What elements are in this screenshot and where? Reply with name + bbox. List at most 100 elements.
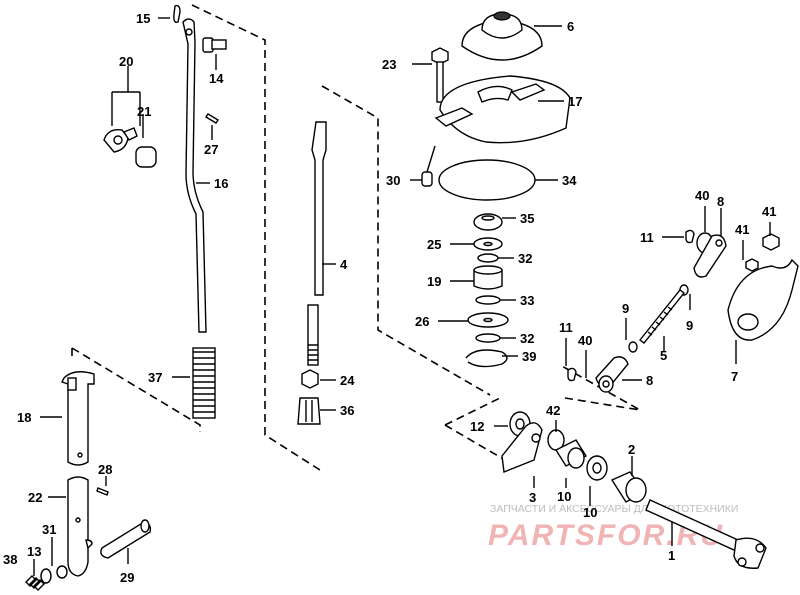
callout-32-lower: 32 [520, 331, 534, 346]
part-31-ring [56, 565, 68, 579]
part-2-collar [610, 471, 647, 503]
callout-33: 33 [520, 293, 534, 308]
callout-5: 5 [660, 348, 667, 363]
part-15-cotter-pin [173, 4, 181, 24]
callout-37: 37 [148, 370, 162, 385]
part-3-bracket [501, 422, 543, 473]
part-29-lever-pin [100, 519, 152, 559]
callout-4: 4 [340, 257, 348, 272]
callout-41-lower: 41 [735, 222, 749, 237]
callout-13: 13 [27, 544, 41, 559]
part-26-washer [467, 312, 509, 328]
part-38-spring [25, 575, 45, 591]
callout-8-lower: 8 [646, 373, 653, 388]
callout-23: 23 [382, 57, 396, 72]
callout-30: 30 [386, 173, 400, 188]
callout-9-lower: 9 [622, 301, 629, 316]
part-23-bolt [431, 47, 449, 103]
part-22-shaft [67, 476, 93, 577]
part-20-clip [103, 127, 138, 153]
callout-3: 3 [529, 490, 536, 505]
watermark-caption: ЗАПЧАСТИ И АКСЕССУАРЫ ДЛЯ МОТОТЕХНИКИ [490, 503, 738, 515]
callout-26: 26 [415, 314, 429, 329]
callout-32-upper: 32 [518, 251, 532, 266]
callout-17: 17 [568, 94, 582, 109]
part-28-pin [96, 487, 109, 496]
callout-20: 20 [119, 54, 133, 69]
callout-31: 31 [42, 522, 56, 537]
callout-10-b: 10 [583, 505, 597, 520]
part-10-bushing-a [554, 439, 588, 469]
callout-2: 2 [628, 442, 635, 457]
callout-25: 25 [427, 237, 441, 252]
part-34-gasket [438, 159, 536, 201]
dashed-outline-tube-18 [71, 347, 201, 432]
callout-19: 19 [427, 274, 441, 289]
callout-24: 24 [340, 373, 355, 388]
callout-8-upper: 8 [717, 194, 724, 209]
part-1-throttle-shaft [645, 499, 767, 569]
part-7-throttle-cam [727, 258, 799, 341]
callout-1: 1 [668, 548, 675, 563]
callout-35: 35 [520, 211, 534, 226]
part-5-link-rod [639, 289, 685, 344]
part-35-seal [473, 213, 503, 231]
callout-14: 14 [209, 71, 224, 86]
part-10-bushing-b [586, 455, 608, 481]
callout-36: 36 [340, 403, 354, 418]
dashed-outline-rod-16 [191, 4, 321, 471]
part-9-ring-lower [628, 341, 638, 353]
part-14-pin [202, 37, 227, 53]
callout-6: 6 [567, 19, 574, 34]
part-17-lever-housing [434, 75, 571, 144]
part-32-oring-lower [475, 333, 501, 343]
part-16-rod [182, 18, 207, 333]
callout-40-upper: 40 [695, 188, 709, 203]
callout-29: 29 [120, 570, 134, 585]
part-8-lever-lower [595, 356, 629, 393]
callout-27: 27 [204, 142, 218, 157]
callout-11-lower: 11 [559, 320, 573, 335]
callout-18: 18 [17, 410, 31, 425]
callout-12: 12 [470, 419, 484, 434]
dashed-outline-rod-4 [321, 85, 491, 396]
part-11-pin-upper [685, 229, 695, 244]
part-27-pin [205, 113, 219, 124]
part-8-lever-upper [693, 234, 727, 278]
callout-39: 39 [522, 349, 536, 364]
part-32-oring-upper [477, 253, 499, 263]
callout-41-upper: 41 [762, 204, 776, 219]
part-25-washer [473, 237, 503, 251]
callout-16: 16 [214, 176, 228, 191]
callout-11-upper: 11 [640, 230, 654, 245]
part-41-bolt [762, 233, 780, 251]
part-18-tube [61, 371, 95, 466]
part-24-nut [301, 369, 319, 389]
callout-7: 7 [731, 369, 738, 384]
callout-28: 28 [98, 462, 112, 477]
part-6-cap [461, 11, 543, 61]
callout-34: 34 [562, 173, 577, 188]
part-13-washer [40, 568, 52, 584]
callout-labels: 15 14 20 21 27 16 37 18 28 22 31 38 13 2… [3, 11, 776, 585]
callout-38: 38 [3, 552, 17, 567]
part-19-bushing [473, 265, 503, 290]
part-21-bushing [135, 146, 157, 168]
dashed-outline-shaft [444, 364, 641, 461]
part-36-sleeve [297, 397, 321, 425]
part-39-circlip [465, 349, 508, 368]
part-4-rod [307, 121, 327, 366]
callout-15: 15 [136, 11, 150, 26]
callout-9-upper: 9 [686, 318, 693, 333]
part-30-screw [421, 145, 436, 187]
part-37-spring [192, 347, 216, 419]
callout-42: 42 [546, 403, 560, 418]
part-33-oring [475, 295, 501, 305]
leader-lines [33, 17, 771, 576]
part-11-pin-lower [567, 367, 577, 382]
callout-10-a: 10 [557, 489, 571, 504]
part-41-nut [745, 258, 759, 272]
callout-40-lower: 40 [578, 333, 592, 348]
